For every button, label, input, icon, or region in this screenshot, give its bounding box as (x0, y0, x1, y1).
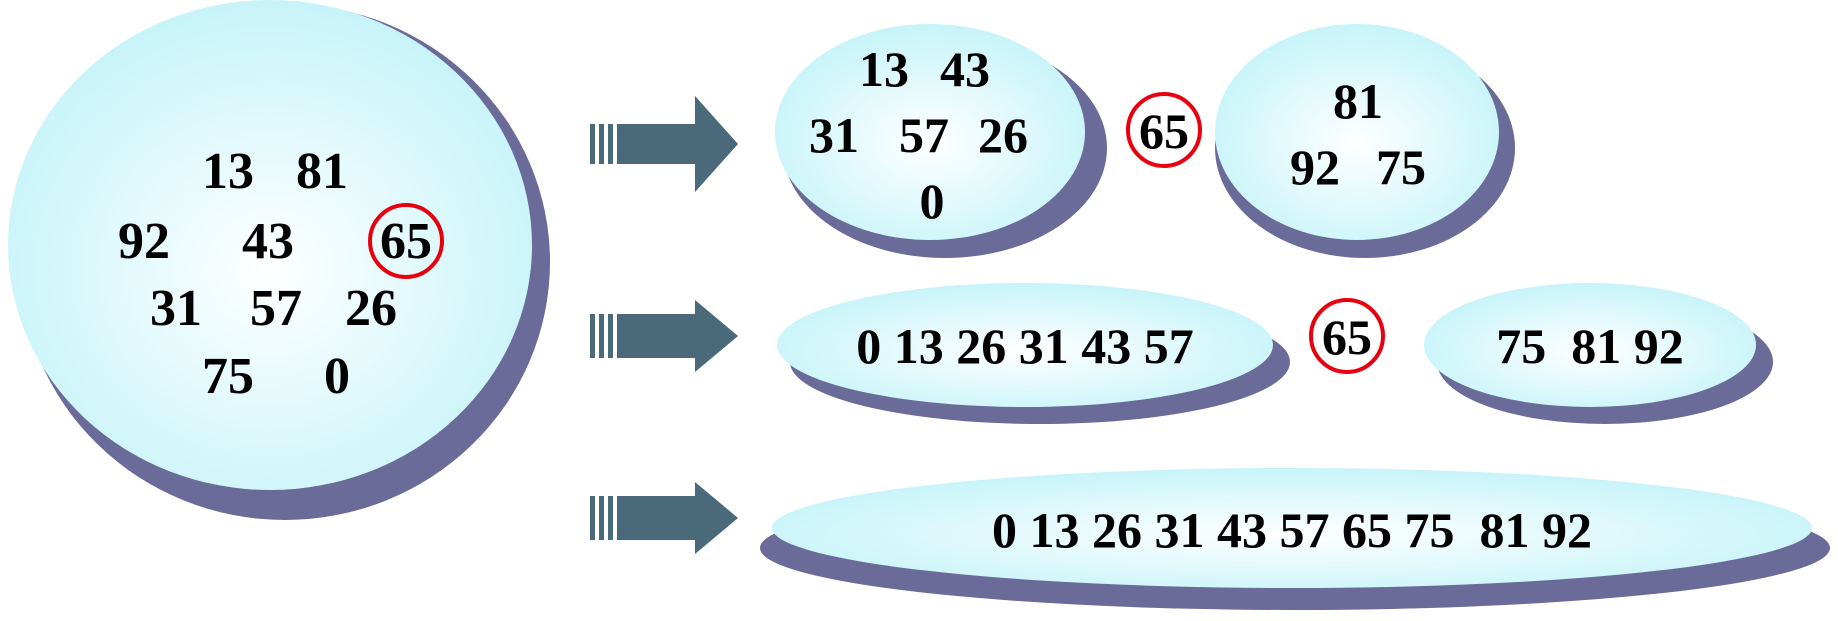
step1-pivot-value: 65 (1139, 103, 1189, 159)
arrow-step2 (590, 300, 738, 372)
arrow-step3 (590, 482, 738, 554)
step1-left-57: 57 (899, 107, 949, 163)
step1-pivot: 65 (1126, 92, 1202, 168)
step1-right-92: 92 (1290, 139, 1340, 195)
step1-right-75: 75 (1376, 139, 1426, 195)
initial-value-13: 13 (202, 143, 254, 200)
step2-left-set: 0 13 26 31 43 57 (777, 283, 1290, 424)
step1-right-81: 81 (1333, 73, 1383, 129)
initial-set: 13 81 92 43 65 31 57 26 75 0 (8, 0, 550, 520)
initial-value-31: 31 (150, 280, 202, 337)
step1-pivot-ring (1126, 92, 1202, 168)
step1-right-bubble (1215, 24, 1499, 240)
step2-right-set: 75 81 92 (1424, 283, 1773, 424)
initial-pivot-ring (368, 203, 444, 279)
initial-value-43: 43 (242, 213, 294, 270)
initial-bubble (8, 0, 532, 490)
step1-left-bubble (775, 24, 1085, 240)
step2-pivot-value: 65 (1322, 309, 1372, 365)
step1-left-set: 13 43 31 57 26 0 (775, 24, 1107, 258)
initial-pivot-value: 65 (380, 213, 432, 270)
step3-result-set: 0 13 26 31 43 57 65 75 81 92 (760, 468, 1830, 610)
initial-value-81: 81 (296, 143, 348, 200)
arrow-step1 (590, 96, 738, 192)
step3-result-bubble (772, 468, 1812, 588)
step2-pivot: 65 (1309, 298, 1385, 374)
step1-left-26: 26 (978, 107, 1028, 163)
step2-right-values: 75 81 92 (1496, 318, 1684, 374)
step1-left-13: 13 (859, 41, 909, 97)
step2-left-values: 0 13 26 31 43 57 (856, 318, 1194, 374)
initial-value-0: 0 (324, 348, 350, 405)
initial-value-75: 75 (202, 348, 254, 405)
step2-pivot-ring (1309, 298, 1385, 374)
step3-result-values: 0 13 26 31 43 57 65 75 81 92 (992, 502, 1592, 558)
initial-value-57: 57 (250, 280, 302, 337)
initial-value-26: 26 (345, 280, 397, 337)
initial-value-92: 92 (118, 213, 170, 270)
step1-left-43: 43 (940, 41, 990, 97)
step1-left-0: 0 (920, 173, 945, 229)
step2-left-bubble (777, 283, 1273, 407)
step1-right-set: 81 92 75 (1215, 24, 1515, 258)
step2-right-bubble (1424, 283, 1756, 407)
step1-left-31: 31 (809, 107, 859, 163)
